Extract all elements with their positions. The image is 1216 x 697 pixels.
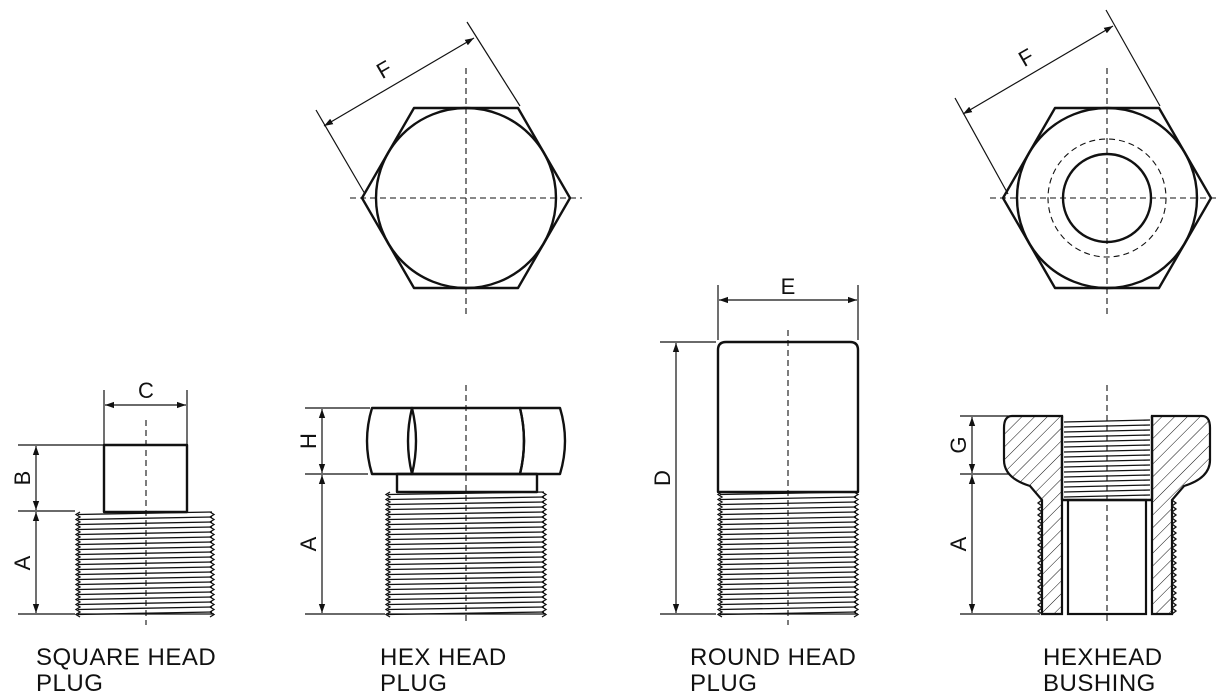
caption-square-head-plug: SQUARE HEAD PLUG <box>36 645 216 697</box>
dim-e-label: E <box>781 274 796 299</box>
round-head-plug-drawing: E D <box>650 274 860 625</box>
dim-h-label: H <box>296 433 321 449</box>
round-plug-thread <box>716 491 860 618</box>
dim-f-line-hex <box>323 37 475 127</box>
bushing-section <box>1002 414 1212 616</box>
square-head-plug-drawing: C B A <box>10 378 216 625</box>
bushing-external-thread <box>1036 499 1178 615</box>
dim-c-label: C <box>138 378 154 403</box>
dim-b-label: B <box>10 471 35 486</box>
dim-f-line-bushing <box>962 25 1114 115</box>
hexhead-bushing-drawing: F G A <box>946 9 1216 625</box>
caption-hexhead-bushing: HEXHEAD BUSHING <box>1043 645 1163 697</box>
caption-bushing-line1: HEXHEAD <box>1043 644 1163 671</box>
caption-hex-line1: HEX HEAD <box>380 644 507 671</box>
caption-round-line1: ROUND HEAD <box>690 644 857 671</box>
caption-round-line2: PLUG <box>690 670 758 697</box>
dim-d-label: D <box>650 470 675 486</box>
hex-plug-neck <box>395 472 539 494</box>
hex-plug-flat-right <box>518 406 567 476</box>
dim-a-label-hex: A <box>296 536 321 551</box>
caption-hex-line2: PLUG <box>380 670 448 697</box>
caption-bushing-line2: BUSHING <box>1043 670 1156 697</box>
hex-head-plug-drawing: F H A <box>296 21 582 625</box>
caption-hex-head-plug: HEX HEAD PLUG <box>380 645 507 697</box>
square-plug-thread <box>74 511 216 618</box>
dim-f-label-hex: F <box>372 55 396 83</box>
dim-f-label-bushing: F <box>1014 43 1038 71</box>
dim-g-label: G <box>946 436 971 453</box>
caption-square-line1: SQUARE HEAD <box>36 644 217 671</box>
caption-square-line2: PLUG <box>36 670 104 697</box>
dim-a-label-square: A <box>10 555 35 570</box>
round-plug-head <box>716 340 860 494</box>
caption-round-head-plug: ROUND HEAD PLUG <box>690 645 856 697</box>
dim-a-label-bushing: A <box>946 536 971 551</box>
